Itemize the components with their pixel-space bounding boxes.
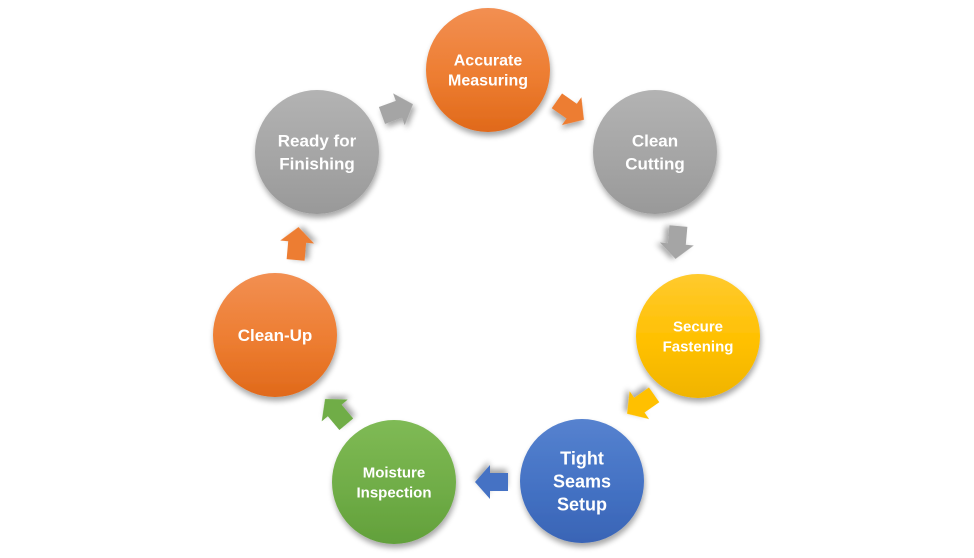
- arrow-icon-accurate-measuring-to-clean-cutting: [551, 93, 584, 126]
- node-circle: [332, 420, 456, 544]
- arrow-icon-ready-for-finishing-to-accurate-measuring: [378, 93, 413, 126]
- node-label: Fastening: [663, 338, 734, 355]
- node-label: Ready for: [278, 131, 357, 150]
- node-circle: [426, 8, 550, 132]
- arrow-icon-clean-cutting-to-secure-fastening: [659, 225, 694, 259]
- node-circle: [255, 90, 379, 214]
- arrow-icon-tight-seams-setup-to-moisture-inspection: [475, 465, 508, 499]
- node-circle: [593, 90, 717, 214]
- node-label: Measuring: [448, 73, 528, 90]
- node-circle: [213, 273, 337, 397]
- node-label: Secure: [673, 318, 723, 335]
- node-label: Accurate: [454, 53, 523, 70]
- arrow-icon-clean-up-to-ready-for-finishing: [280, 227, 315, 261]
- node-label: Cutting: [625, 154, 684, 173]
- node-circle: [636, 274, 760, 398]
- arrow-icon-secure-fastening-to-tight-seams-setup: [627, 387, 660, 420]
- node-circle: [520, 419, 644, 543]
- arrows-layer: [280, 93, 694, 499]
- node-label: Setup: [557, 494, 607, 514]
- arrow-icon-moisture-inspection-to-clean-up: [321, 398, 354, 431]
- node-label: Tight: [560, 448, 604, 468]
- node-label: Finishing: [279, 154, 355, 173]
- node-label: Moisture: [363, 464, 426, 481]
- node-label: Seams: [553, 471, 611, 491]
- node-clean-up: Clean-Up: [213, 273, 337, 397]
- node-label: Clean-Up: [238, 326, 313, 345]
- nodes-layer: AccurateMeasuringCleanCuttingSecureFaste…: [213, 8, 760, 544]
- node-label: Inspection: [356, 484, 431, 501]
- node-label: Clean: [632, 131, 678, 150]
